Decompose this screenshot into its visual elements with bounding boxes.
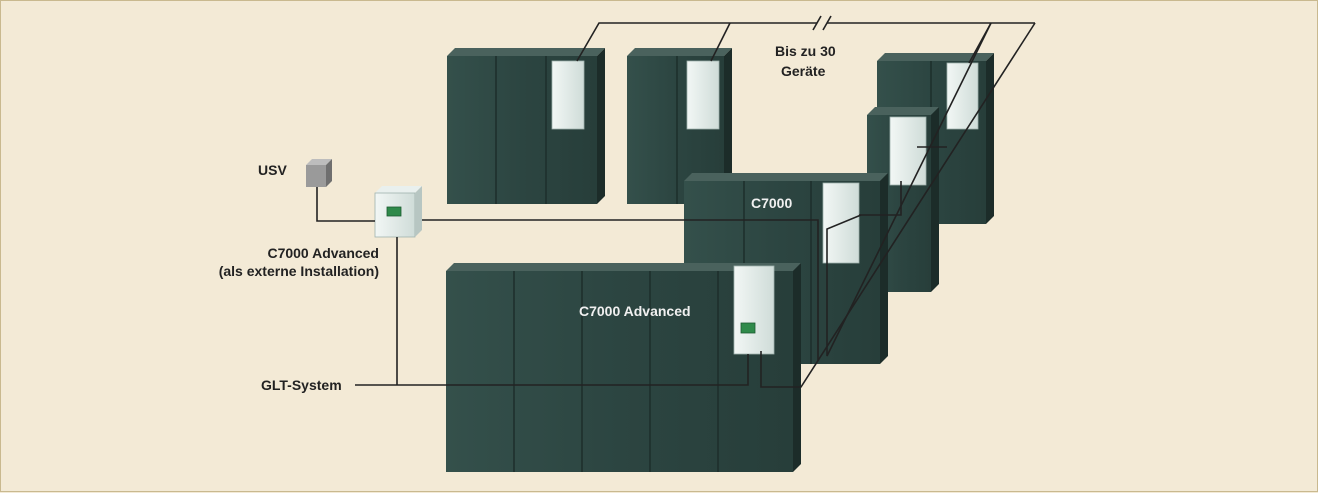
cable-top-bus-left: [576, 22, 817, 62]
controller-panel: [551, 60, 585, 130]
cabinet-side: [986, 53, 994, 224]
usv-box-front: [306, 165, 326, 187]
controller-panel: [946, 62, 979, 130]
controller-display: [740, 322, 756, 334]
label-c7000-advanced-external-line2: (als externe Installation): [218, 263, 379, 279]
cable-network: [316, 15, 1036, 388]
cable-drop: [710, 22, 731, 62]
usv-box: [306, 159, 332, 187]
cable-external-to-c7000: [422, 219, 819, 361]
cabinet-side: [931, 107, 939, 292]
cabinet-side: [880, 173, 888, 364]
cable-break-mark: [812, 15, 822, 31]
cable-break-mark: [822, 15, 832, 31]
cabinet-side: [597, 48, 605, 204]
cabinet-top: [877, 53, 994, 61]
controller-panel: [733, 265, 775, 355]
label-c7000-advanced: C7000 Advanced: [579, 303, 691, 319]
usv-box-top: [306, 159, 332, 165]
external-unit-display: [386, 206, 402, 217]
cable-glt-system: [355, 354, 749, 386]
label-bis-zu-30-line2: Geräte: [781, 63, 826, 79]
cable-diagonal-2: [826, 22, 992, 357]
controller-panel: [889, 116, 927, 186]
cabinet-side: [724, 48, 732, 204]
label-bis-zu-30-line1: Bis zu 30: [775, 43, 836, 59]
cabinet-top: [684, 173, 888, 181]
external-unit-side: [415, 186, 422, 237]
external-c7000-advanced-unit: [374, 186, 422, 238]
cabinet-group-back-left: [447, 48, 605, 204]
label-c7000: C7000: [751, 195, 793, 211]
label-c7000-advanced-external-line1: C7000 Advanced: [267, 245, 379, 261]
cabinet-top: [627, 48, 732, 56]
cabinet-side: [793, 263, 801, 472]
cable-usv: [316, 187, 375, 222]
controller-panel: [686, 60, 720, 130]
cabinet-top: [446, 263, 801, 271]
label-glt-system: GLT-System: [261, 377, 342, 393]
external-unit-top: [375, 186, 422, 193]
label-usv: USV: [258, 162, 287, 178]
usv-box-side: [326, 159, 332, 187]
cabinet-top: [867, 107, 939, 115]
cable-diagonal-1: [760, 22, 1036, 388]
cable-mid-1: [859, 181, 902, 216]
cabinet-group-c7000-advanced: [446, 263, 801, 472]
cabinet-top: [447, 48, 605, 56]
